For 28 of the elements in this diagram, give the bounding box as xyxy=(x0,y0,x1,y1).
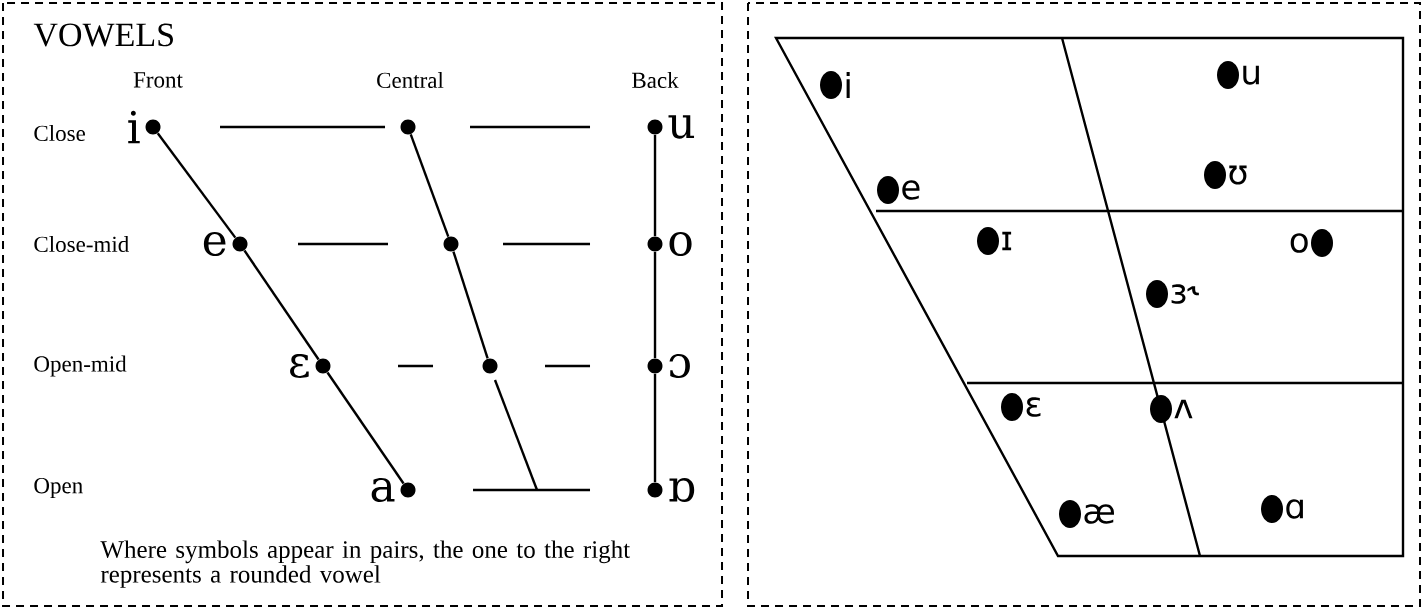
vowel-dot xyxy=(482,358,498,374)
row-label: Open xyxy=(34,477,83,499)
vowel-dot xyxy=(400,119,416,135)
node-label: i xyxy=(128,110,140,144)
node-label: ɒ xyxy=(669,477,695,503)
node-label: e xyxy=(203,231,226,257)
node-label: a xyxy=(371,477,395,503)
node-label: ɛ xyxy=(290,354,309,378)
chart-title: VOWELS xyxy=(33,23,173,47)
connecting-line xyxy=(409,134,450,237)
column-heading: Front xyxy=(133,72,183,88)
connecting-line xyxy=(653,373,657,483)
connecting-line xyxy=(243,249,320,361)
node-label: o xyxy=(669,231,692,257)
column-heading: Back xyxy=(632,71,679,89)
connecting-line xyxy=(653,134,657,237)
connecting-line xyxy=(653,251,657,359)
row-label: Open-mid xyxy=(34,355,127,377)
row-label: Close xyxy=(34,124,85,142)
column-heading: Central xyxy=(377,71,444,89)
connecting-line xyxy=(156,132,237,239)
connecting-line xyxy=(452,251,489,359)
node-label: u xyxy=(668,115,695,139)
connecting-line xyxy=(326,371,405,485)
vowel-dot xyxy=(443,236,459,252)
caption-note: Where symbols appear in pairs, the one to the right represents a rounded vowel xyxy=(100,540,630,588)
row-label: Close-mid xyxy=(34,235,129,253)
node-label: ɔ xyxy=(669,353,690,379)
